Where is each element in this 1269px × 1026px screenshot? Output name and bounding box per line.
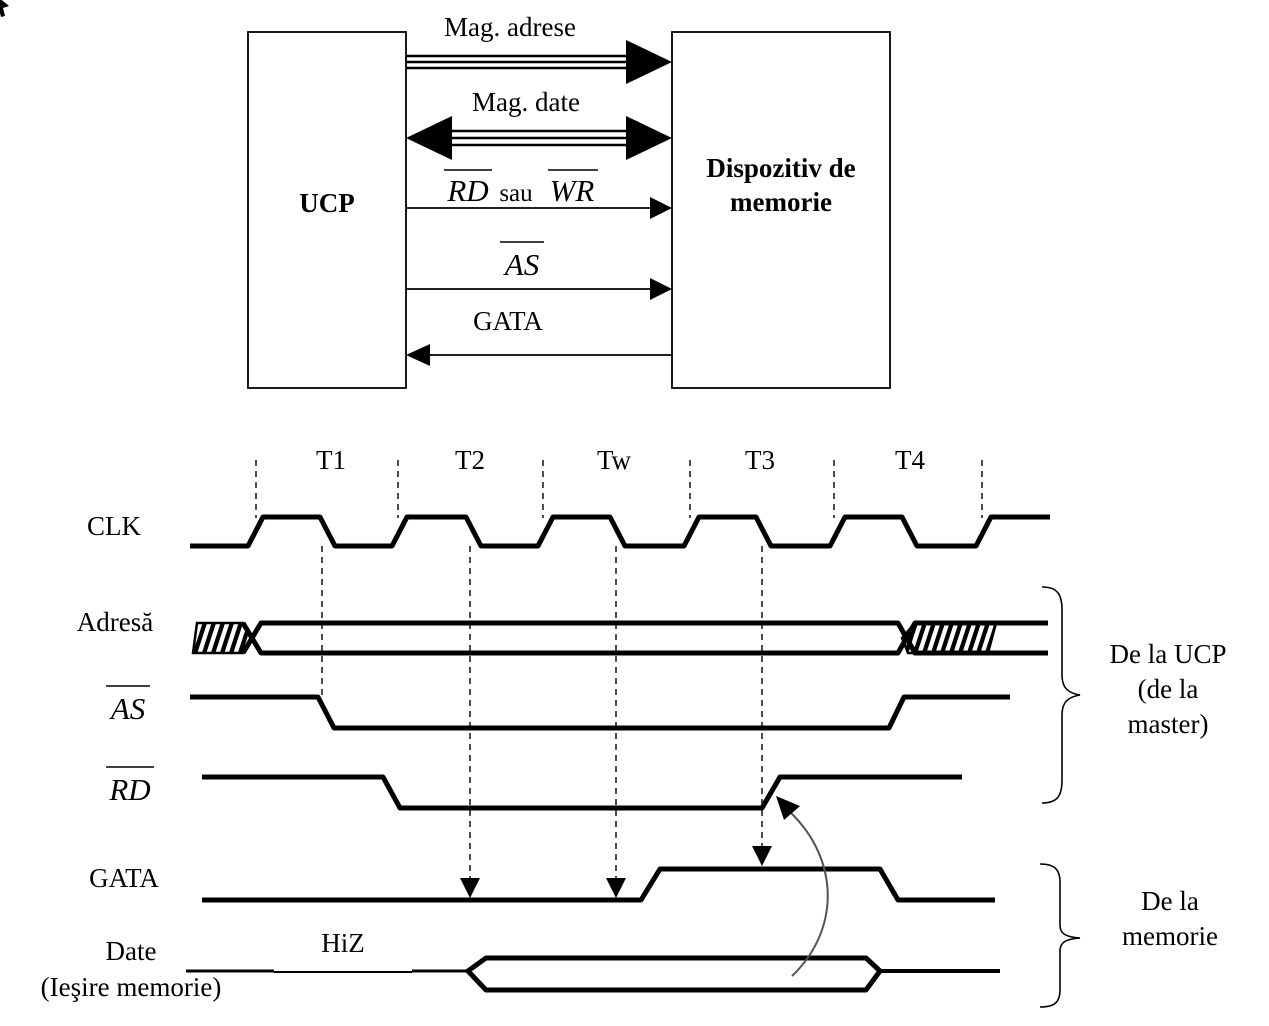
period-t2: T2 <box>455 445 485 475</box>
cpu-block <box>247 31 407 389</box>
causality-dashed-lines <box>321 546 772 898</box>
period-t1: T1 <box>316 445 346 475</box>
memory-group-line2: memorie <box>1122 921 1218 951</box>
wr-signal-label: WR <box>550 173 595 208</box>
data-label-line1: Date <box>106 936 157 966</box>
cpu-group-line3: master) <box>1128 709 1209 739</box>
rd-waveform <box>202 774 962 811</box>
rd-signal-label: RD <box>446 173 488 208</box>
address-label: Adresă <box>77 607 153 637</box>
memory-label-line2: memorie <box>730 187 832 217</box>
memory-group-line1: De la <box>1141 886 1199 916</box>
as-signal-label: AS <box>503 247 539 282</box>
address-waveform <box>191 620 1048 656</box>
cursor-icon <box>0 0 9 17</box>
memory-block <box>671 31 891 389</box>
data-to-rd-curved-arrow <box>776 796 829 977</box>
period-t3: T3 <box>745 445 775 475</box>
cpu-label: UCP <box>299 188 355 218</box>
ready-waveform <box>202 866 995 903</box>
data-label-line2: (Ieşire memorie) <box>41 972 222 1002</box>
as-waveform <box>190 694 1010 731</box>
as-arrow <box>406 278 672 300</box>
clk-waveform <box>190 514 1050 549</box>
sau-label: sau <box>499 180 533 207</box>
as-timing-label: AS <box>109 691 145 726</box>
rd-timing-label: RD <box>108 772 150 807</box>
cpu-group-brace <box>1041 586 1081 804</box>
hiz-label: HiZ <box>321 928 365 958</box>
cpu-group-line1: De la UCP <box>1110 639 1227 669</box>
period-tw: Tw <box>597 445 632 475</box>
ready-signal-label: GATA <box>473 306 543 336</box>
ready-arrow <box>406 344 672 366</box>
rd-wr-arrow <box>406 197 672 219</box>
data-waveform <box>186 955 1000 993</box>
data-bus-label: Mag. date <box>472 87 580 117</box>
memory-group-brace <box>1039 863 1081 1008</box>
cpu-group-line2: (de la <box>1138 674 1199 704</box>
address-bus-label: Mag. adrese <box>444 12 576 42</box>
data-bus-arrow <box>406 116 672 160</box>
address-bus-arrow <box>406 40 672 84</box>
clk-label: CLK <box>87 511 142 541</box>
memory-label-line1: Dispozitiv de <box>706 153 855 183</box>
ready-timing-label: GATA <box>89 863 159 893</box>
period-t4: T4 <box>895 445 925 475</box>
period-boundaries <box>255 460 983 518</box>
